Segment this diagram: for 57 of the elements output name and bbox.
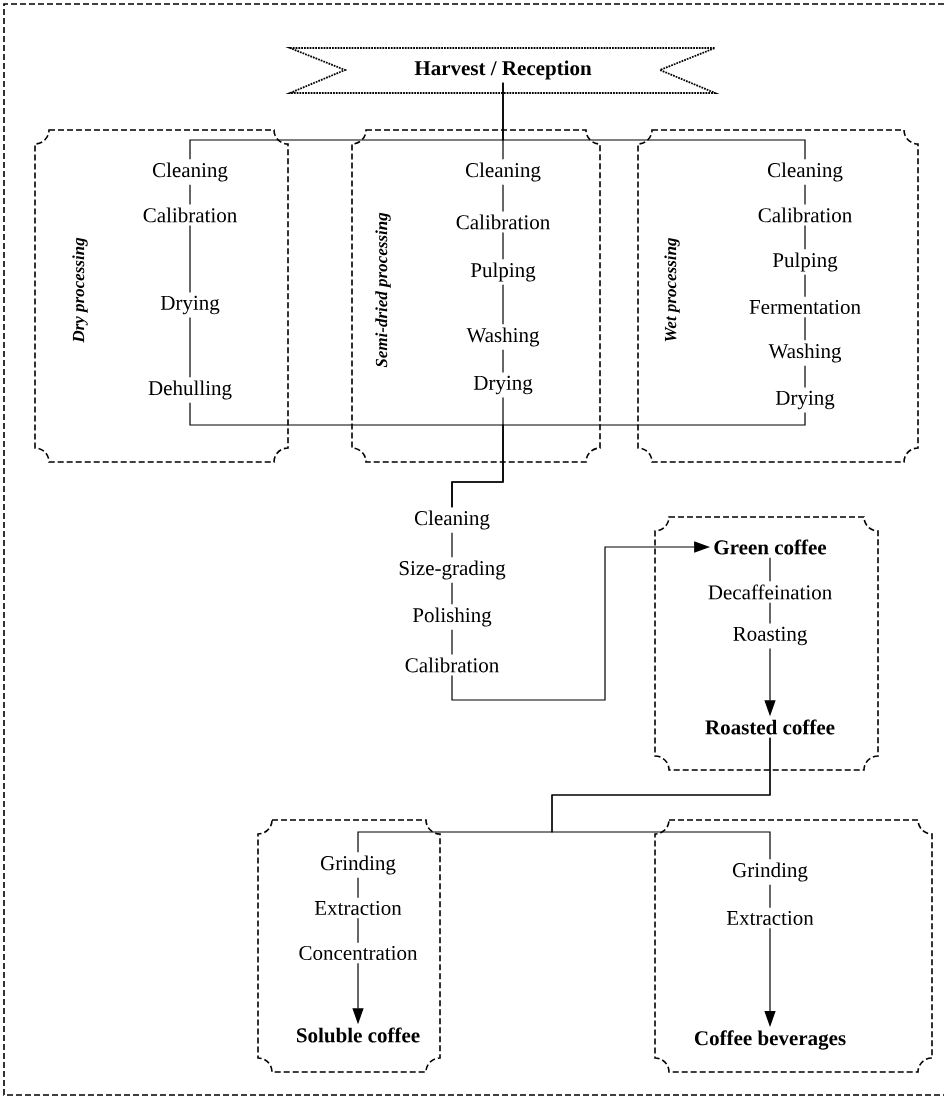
step-label: Extraction (314, 900, 402, 916)
step-label: Roasting (733, 626, 807, 646)
connector (502, 349, 504, 374)
step-label: Soluble coffee (297, 1027, 420, 1043)
step-label: Green coffee (714, 539, 827, 555)
connector (451, 411, 806, 508)
step-label: Calibration (143, 207, 237, 223)
process-panel (654, 516, 879, 771)
connector (769, 557, 771, 582)
step-label: Concentration (299, 945, 418, 961)
connector (189, 184, 191, 205)
connector (502, 82, 806, 160)
step-label: Size-grading (399, 560, 506, 580)
connector (551, 737, 771, 860)
connector (502, 284, 504, 325)
step-label: Pulping (470, 262, 536, 282)
connector (189, 225, 191, 294)
step-label: Drying (160, 295, 220, 315)
step-label: Dehulling (148, 380, 232, 400)
step-label: Calibration (405, 657, 499, 673)
step-label: Coffee beverages (694, 1030, 846, 1050)
connector (804, 365, 806, 389)
connector (769, 602, 771, 625)
step-label: Grinding (732, 862, 808, 882)
step-label: Washing (466, 327, 540, 347)
connector (357, 917, 359, 944)
step-label: Grinding (320, 855, 396, 875)
connector (804, 184, 806, 205)
connector (451, 532, 453, 558)
step-label: Decaffeination (708, 584, 832, 600)
banner: Harvest / Reception (285, 47, 720, 94)
connector (189, 316, 191, 378)
step-label: Cleaning (414, 510, 490, 530)
connector (451, 582, 453, 605)
connector (804, 316, 806, 341)
step-label: Drying (775, 390, 835, 410)
process-panel (257, 819, 441, 1073)
connector (502, 231, 504, 260)
process-panel (654, 819, 933, 1073)
connector (502, 184, 504, 212)
connector (769, 884, 771, 909)
connector (451, 629, 453, 655)
step-label: Calibration (456, 214, 550, 230)
step-label: Fermentation (749, 299, 861, 315)
step-label: Drying (473, 375, 533, 395)
step-label: Polishing (412, 607, 492, 627)
step-label: Cleaning (465, 162, 541, 182)
step-label: Cleaning (767, 162, 843, 182)
step-label: Calibration (758, 207, 852, 223)
connector (357, 877, 359, 899)
step-label: Roasted coffee (705, 719, 835, 735)
step-label: Washing (768, 343, 842, 363)
step-label: Extraction (726, 910, 814, 926)
step-label: Cleaning (152, 162, 228, 182)
connector (804, 225, 806, 250)
step-label: Pulping (772, 252, 838, 272)
connector (804, 274, 806, 298)
